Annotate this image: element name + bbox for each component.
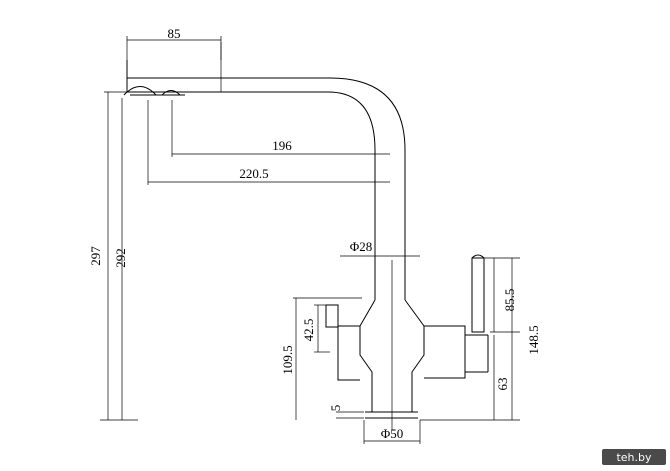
right-handle bbox=[471, 254, 485, 333]
dim-63-label: 63 bbox=[495, 378, 510, 391]
aerator-outlets bbox=[123, 86, 185, 96]
dim-42-label: 42.5 bbox=[301, 319, 316, 342]
dim-gap-5: 5 bbox=[328, 405, 364, 419]
dim-109-label: 109.5 bbox=[280, 345, 295, 374]
dim-reach-220: 220.5 bbox=[147, 100, 390, 185]
dim-phi28-label: Φ28 bbox=[350, 239, 373, 254]
dim-base-50: Φ50 bbox=[363, 420, 421, 444]
dim-handle-148: 148.5 bbox=[420, 258, 541, 421]
watermark: teh.by bbox=[602, 449, 666, 465]
dim-handle-85: 85.5 bbox=[484, 257, 520, 333]
dim-reach-196: 196 bbox=[171, 100, 390, 157]
faucet-body bbox=[337, 260, 489, 430]
dim-292-label: 292 bbox=[113, 248, 128, 268]
dim-top-85: 85 bbox=[126, 26, 222, 60]
dim-lever-42: 42.5 bbox=[301, 304, 330, 353]
dim-297-label: 297 bbox=[88, 246, 103, 266]
dim-220-label: 220.5 bbox=[239, 166, 268, 181]
dim-pipe-28: Φ28 bbox=[340, 239, 420, 262]
dim-5-label: 5 bbox=[328, 405, 343, 412]
dim-196-label: 196 bbox=[272, 138, 292, 153]
dim-handle-63: 63 bbox=[493, 335, 510, 420]
dim-height-297: 297 bbox=[88, 91, 138, 421]
dim-148-label: 148.5 bbox=[526, 325, 541, 354]
dim-height-292: 292 bbox=[113, 98, 128, 420]
dim-body-109: 109.5 bbox=[280, 297, 362, 420]
watermark-text: teh.by bbox=[616, 451, 652, 464]
left-lever bbox=[325, 304, 339, 328]
dim-85-5-label: 85.5 bbox=[502, 289, 517, 312]
dim-85-label: 85 bbox=[168, 26, 181, 41]
dim-phi50-label: Φ50 bbox=[381, 426, 404, 441]
